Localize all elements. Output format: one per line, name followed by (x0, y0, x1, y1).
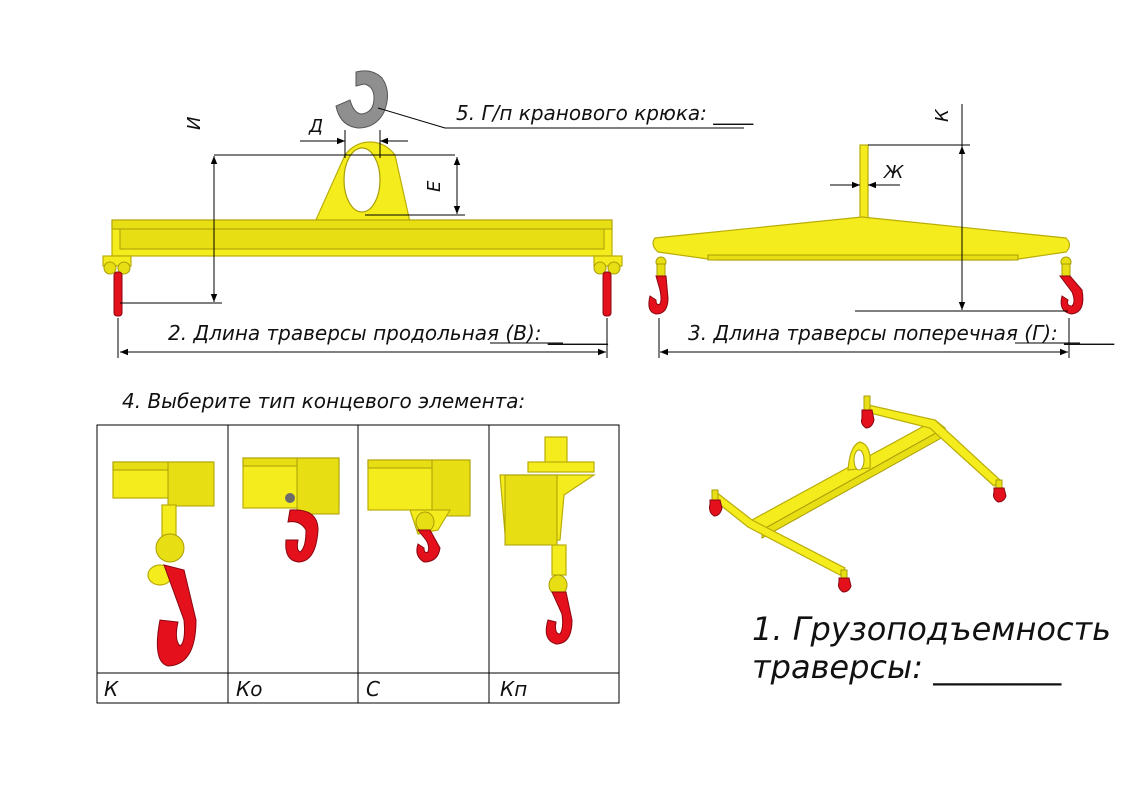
longitudinal-length-label: 2. Длина траверсы продольная (В): ______ (168, 321, 609, 345)
isometric-traverse-view (709, 395, 1007, 593)
main-beam-flange (111, 219, 613, 230)
dim-label-e: Е (424, 180, 445, 192)
cross-beam-bottom (707, 254, 1019, 261)
crane-hook (335, 70, 388, 129)
end-type-kp[interactable] (499, 436, 596, 645)
capacity-label-line1: 1. Грузоподъемность (752, 610, 1111, 648)
dimension-lines-side (658, 104, 1080, 358)
cross-beam-drawing (648, 144, 1084, 315)
capacity-label-line2: траверсы: ________ (752, 648, 1062, 686)
left-end-shackle (102, 255, 132, 317)
lug-eye (343, 147, 381, 213)
cross-left-hook (648, 256, 669, 315)
cross-length-label: 3. Длина траверсы поперечная (Г): _____ (688, 321, 1115, 345)
crane-hook-capacity-label: 5. Г/п кранового крюка: ____ (456, 101, 754, 125)
end-type-c-code: С (366, 677, 380, 701)
dim-label-d: Д (308, 116, 323, 137)
main-beam-web (119, 228, 605, 250)
right-end-shackle (593, 255, 623, 317)
end-element-prompt: 4. Выберите тип концевого элемента: (122, 389, 525, 413)
end-type-kp-code: Кп (500, 677, 527, 701)
end-type-k[interactable] (112, 461, 215, 667)
dimension-lines-front (117, 107, 744, 358)
end-element-table (96, 424, 620, 704)
dimension-labels-front: И Д Е 5. Г/п кранового крюка: ____ 2. Дл… (168, 101, 754, 345)
dim-label-k: К (932, 108, 953, 122)
end-type-c[interactable] (367, 459, 471, 563)
end-type-ko-code: Ко (236, 677, 262, 701)
cross-right-hook (1059, 256, 1084, 315)
cross-beam (652, 216, 1071, 261)
end-type-k-code: К (104, 677, 119, 701)
longitudinal-beam-drawing (102, 70, 623, 317)
dim-label-i: И (184, 117, 205, 130)
dim-label-zh: Ж (883, 162, 904, 183)
cross-lug (859, 144, 869, 221)
end-type-ko[interactable] (242, 457, 340, 563)
dimension-labels-side: К Ж 3. Длина траверсы поперечная (Г): __… (688, 108, 1115, 345)
